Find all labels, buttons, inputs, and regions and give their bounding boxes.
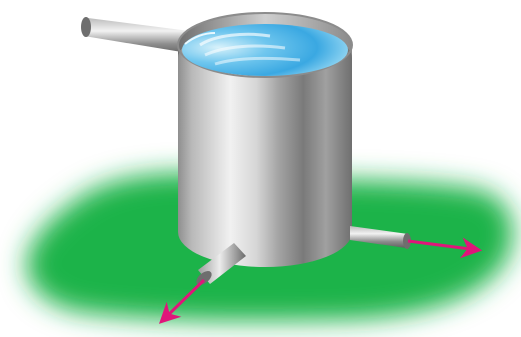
water-surface [182, 24, 348, 76]
